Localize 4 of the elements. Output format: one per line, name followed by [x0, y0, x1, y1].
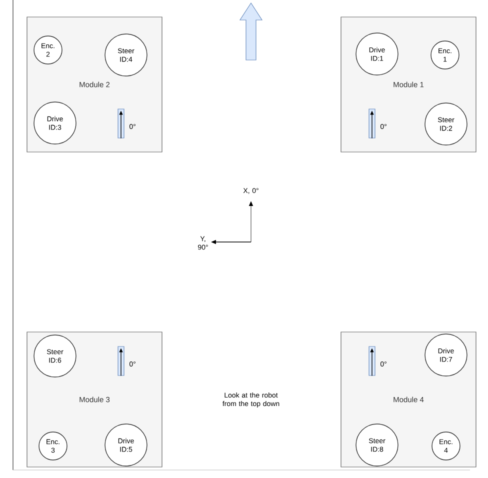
wheel-marker: [368, 346, 376, 376]
wheel-marker: [368, 108, 376, 139]
wheel-marker: [118, 346, 124, 376]
wheel-marker: [118, 108, 124, 139]
